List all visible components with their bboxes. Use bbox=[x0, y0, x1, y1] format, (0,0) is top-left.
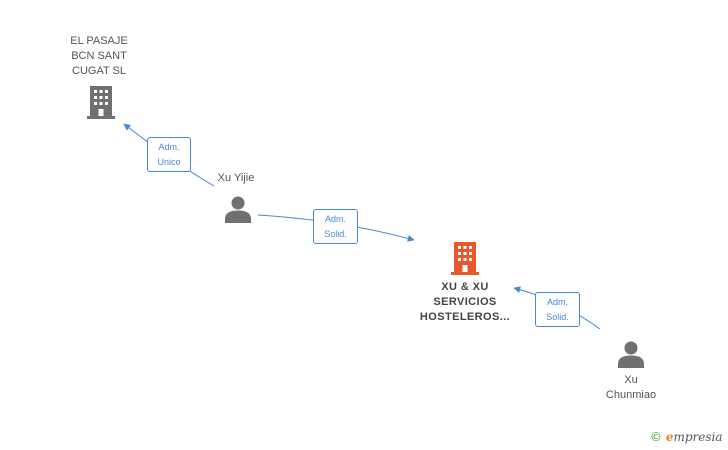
node-label-xu-chunmiao[interactable]: Xu Chunmiao bbox=[605, 374, 657, 401]
edge-label-adm-solid: Adm. Solid. bbox=[535, 292, 580, 327]
node-label-xu-xu[interactable]: XU & XU SERVICIOS HOSTELEROS... bbox=[419, 281, 511, 323]
copyright-icon: © bbox=[650, 430, 662, 444]
edge-label-adm-unico: Adm. Unico bbox=[147, 137, 191, 172]
node-label-xu-yijie[interactable]: Xu Yijie bbox=[217, 172, 255, 184]
brand-name: mpresia bbox=[673, 430, 723, 444]
person-icon[interactable] bbox=[224, 195, 252, 223]
person-icon[interactable] bbox=[617, 340, 645, 368]
brand-watermark: © empresia bbox=[650, 430, 723, 444]
brand-e-glyph: e bbox=[665, 430, 674, 444]
building-icon-highlighted[interactable] bbox=[450, 240, 480, 276]
node-label-el-pasaje[interactable]: EL PASAJE BCN SANT CUGAT SL bbox=[70, 35, 128, 77]
building-icon[interactable] bbox=[86, 84, 116, 120]
edge-label-adm-solid: Adm. Solid. bbox=[313, 209, 358, 244]
